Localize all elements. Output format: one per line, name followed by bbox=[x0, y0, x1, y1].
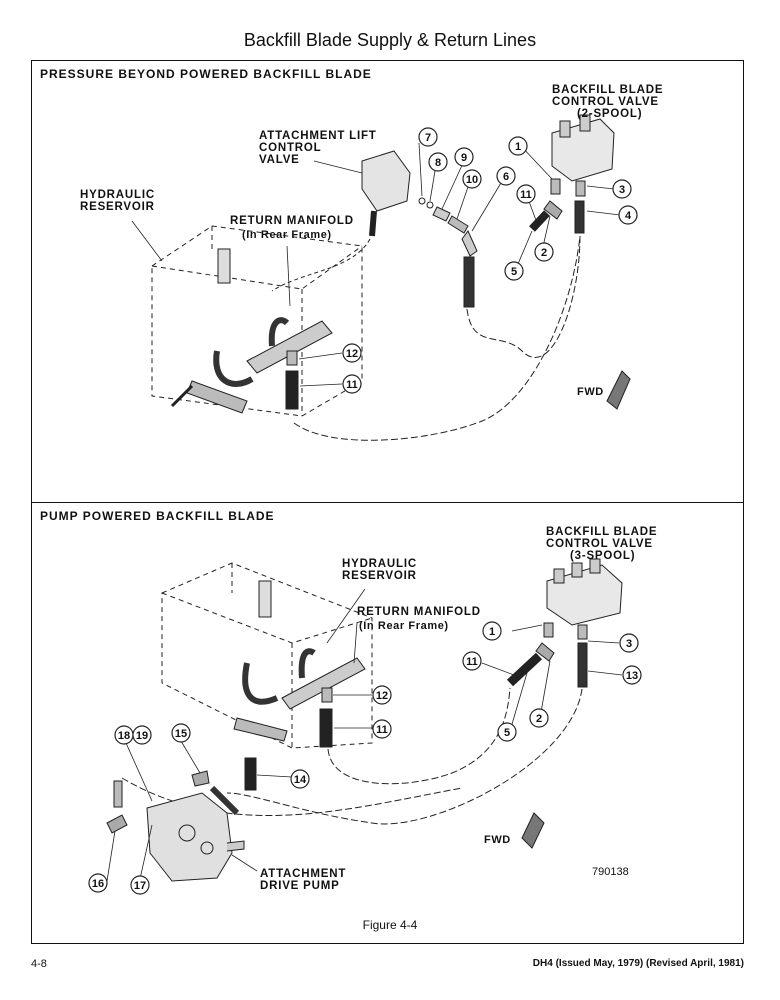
backfill-blade-control-valve-3-spool bbox=[546, 564, 623, 626]
callout-5: 5 bbox=[504, 727, 510, 739]
callout-12: 12 bbox=[376, 690, 388, 702]
callout-17: 17 bbox=[134, 880, 146, 892]
callout-15: 15 bbox=[175, 728, 187, 740]
reservoir-filler-neck bbox=[258, 580, 272, 618]
control-valve-label-line2: CONTROL VALVE bbox=[552, 96, 659, 108]
control-valve-label-line1: BACKFILL BLADE bbox=[546, 526, 657, 538]
page-title: Backfill Blade Supply & Return Lines bbox=[243, 30, 537, 50]
callout-14: 14 bbox=[294, 774, 307, 786]
pressure-beyond-diagram: BACKFILL BLADE CONTROL VALVE (2-SPOOL) A… bbox=[80, 84, 663, 441]
return-manifold bbox=[246, 320, 333, 374]
callout-4: 4 bbox=[625, 210, 632, 222]
callout-12: 12 bbox=[346, 348, 358, 360]
lift-valve-label-line3: VALVE bbox=[259, 154, 300, 166]
return-manifold-label-line2: (In Rear Frame) bbox=[359, 620, 449, 632]
attachment-lift-control-valve bbox=[361, 150, 411, 212]
control-valve-label-line3: (2-SPOOL) bbox=[577, 108, 642, 120]
callout-3: 3 bbox=[619, 184, 625, 196]
fwd-arrow bbox=[606, 370, 631, 410]
return-manifold bbox=[281, 657, 366, 710]
pump-powered-panel: PUMP POWERED BACKFILL BLADE bbox=[31, 502, 744, 944]
callout-10: 10 bbox=[466, 174, 478, 186]
callout-18: 18 bbox=[118, 730, 130, 742]
pump-powered-diagram: BACKFILL BLADE CONTROL VALVE (3-SPOOL) H… bbox=[88, 526, 657, 895]
reservoir-label-line2: RESERVOIR bbox=[80, 201, 155, 213]
fwd-arrow bbox=[521, 812, 545, 849]
return-manifold-label-line1: RETURN MANIFOLD bbox=[230, 215, 354, 227]
callout-11b: 11 bbox=[346, 379, 358, 391]
reservoir-label-line2: RESERVOIR bbox=[342, 570, 417, 582]
callout-11: 11 bbox=[520, 189, 532, 201]
drive-pump-label-line2: DRIVE PUMP bbox=[260, 880, 340, 892]
reservoir-filler-neck bbox=[217, 248, 231, 284]
fwd-label: FWD bbox=[484, 834, 511, 846]
lift-valve-label-line2: CONTROL bbox=[259, 142, 321, 154]
attachment-drive-pump bbox=[146, 792, 233, 882]
reservoir-label-line1: HYDRAULIC bbox=[80, 189, 155, 201]
callout-5: 5 bbox=[511, 266, 517, 278]
callout-19: 19 bbox=[136, 730, 148, 742]
drive-pump-label-line1: ATTACHMENT bbox=[260, 868, 346, 880]
callout-11: 11 bbox=[466, 656, 478, 668]
return-manifold-label-line2: (In Rear Frame) bbox=[242, 229, 332, 241]
callout-16: 16 bbox=[92, 878, 104, 890]
callout-3: 3 bbox=[626, 638, 632, 650]
page-number: 4-8 bbox=[31, 958, 47, 970]
callout-2: 2 bbox=[541, 247, 547, 259]
lift-valve-label-line1: ATTACHMENT LIFT bbox=[259, 130, 377, 142]
document-revision-footer: DH4 (Issued May, 1979) (Revised April, 1… bbox=[532, 958, 744, 969]
callout-9: 9 bbox=[461, 152, 467, 164]
pressure-beyond-panel: PRESSURE BEYOND POWERED BACKFILL BLADE bbox=[31, 60, 744, 503]
figure-caption: Figure 4-4 bbox=[362, 918, 418, 932]
callout-13: 13 bbox=[626, 670, 638, 682]
fwd-label: FWD bbox=[577, 386, 604, 398]
callout-2: 2 bbox=[536, 713, 542, 725]
callout-1: 1 bbox=[489, 626, 495, 638]
callout-11b: 11 bbox=[376, 724, 388, 736]
callout-6: 6 bbox=[503, 171, 509, 183]
control-valve-label-line3: (3-SPOOL) bbox=[570, 550, 635, 562]
control-valve-label-line2: CONTROL VALVE bbox=[546, 538, 653, 550]
hydraulic-reservoir-outline bbox=[151, 225, 363, 417]
panel-heading: PUMP POWERED BACKFILL BLADE bbox=[40, 509, 275, 523]
callout-7: 7 bbox=[425, 132, 431, 144]
control-valve-label-line1: BACKFILL BLADE bbox=[552, 84, 663, 96]
return-manifold-label-line1: RETURN MANIFOLD bbox=[357, 606, 481, 618]
panel-heading: PRESSURE BEYOND POWERED BACKFILL BLADE bbox=[40, 67, 372, 81]
callout-1: 1 bbox=[515, 141, 521, 153]
reservoir-label-line1: HYDRAULIC bbox=[342, 558, 417, 570]
drawing-id: 790138 bbox=[592, 866, 629, 878]
callout-8: 8 bbox=[435, 157, 441, 169]
